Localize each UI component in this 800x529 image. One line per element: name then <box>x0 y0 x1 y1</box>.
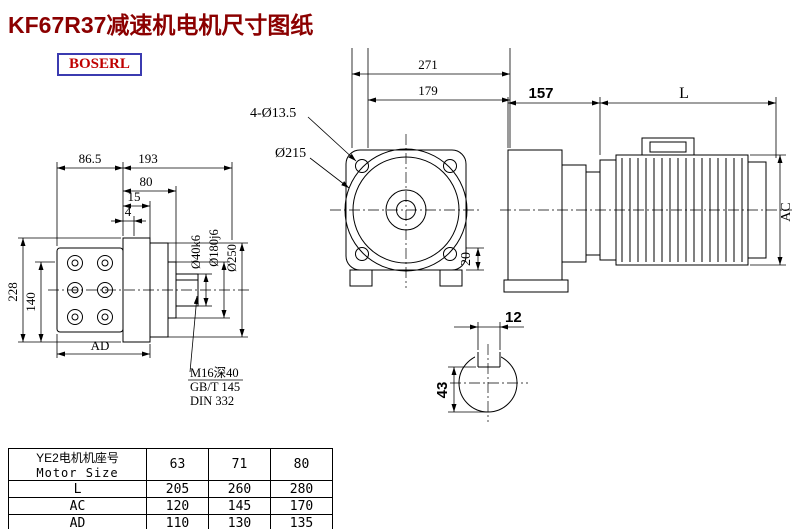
dim-4: 4 <box>125 204 132 219</box>
dim-key-width: 12 <box>505 309 522 326</box>
dim-flange-dia: Ø250 <box>225 244 239 272</box>
row-label-l: L <box>8 480 147 498</box>
brand-logo: BOSERL <box>57 53 142 76</box>
dim-80: 80 <box>140 174 153 189</box>
note-thread: M16深40 <box>190 366 239 380</box>
side-view-geometry <box>500 97 792 293</box>
table-header-cn: YE2电机机座号 <box>36 451 119 465</box>
dim-140: 140 <box>23 292 38 312</box>
label-bolt-holes: 4-Ø13.5 <box>250 106 296 121</box>
value-ad-63: 110 <box>146 514 209 529</box>
table-size-80: 80 <box>270 448 333 481</box>
gearbox-foot <box>503 279 569 293</box>
value-l-71: 260 <box>208 480 271 498</box>
value-ac-80: 170 <box>270 497 333 515</box>
label-face-dia: Ø215 <box>275 146 306 161</box>
value-l-80: 280 <box>270 480 333 498</box>
dim-spigot-dia: Ø180j6 <box>207 229 221 267</box>
dim-ad: AD <box>91 338 110 353</box>
table-header-cell: YE2电机机座号 Motor Size <box>8 448 147 481</box>
bolt-hole <box>443 159 457 173</box>
foot <box>349 269 373 287</box>
motor-fins <box>621 158 743 262</box>
front-view-dims: 86.5 193 80 15 4 228 140 AD Ø40k6 Ø180j6… <box>5 151 240 408</box>
keyway-section-dims: 12 43 <box>434 309 522 398</box>
keyway-section-geometry <box>448 322 528 422</box>
output-shaft <box>175 273 199 307</box>
flange-face-geometry <box>307 48 511 288</box>
dim-86-5: 86.5 <box>79 151 102 166</box>
bolt-hole <box>355 247 369 261</box>
dim-motor-length: L <box>679 85 689 102</box>
row-label-ad: AD <box>8 514 147 529</box>
value-l-63: 205 <box>146 480 209 498</box>
page-title: KF67R37减速机电机尺寸图纸 <box>8 12 314 38</box>
dim-shaft-dia: Ø40k6 <box>189 235 203 269</box>
dim-228: 228 <box>5 282 20 302</box>
row-label-ac: AC <box>8 497 147 515</box>
note-din-standard: DIN 332 <box>190 394 234 408</box>
side-view-dims: 157 L AC <box>528 85 794 222</box>
bolt-hole <box>355 159 369 173</box>
fan-cover <box>747 161 767 259</box>
flange-face-dims: 271 179 4-Ø13.5 Ø215 20 <box>250 57 474 266</box>
value-ad-71: 130 <box>208 514 271 529</box>
value-ac-63: 120 <box>146 497 209 515</box>
terminal-box <box>641 137 695 156</box>
dim-motor-ac: AC <box>779 202 794 221</box>
dim-15: 15 <box>128 189 141 204</box>
table-size-71: 71 <box>208 448 271 481</box>
value-ad-80: 135 <box>270 514 333 529</box>
dim-157: 157 <box>528 85 553 102</box>
gearbox-side <box>507 149 563 281</box>
table-row-l: L 205 260 280 <box>8 480 333 498</box>
table-row-ad: AD 110 130 135 <box>8 514 333 529</box>
foot <box>439 269 463 287</box>
dim-20: 20 <box>459 252 474 266</box>
table-size-63: 63 <box>146 448 209 481</box>
table-header-row: YE2电机机座号 Motor Size 63 71 80 <box>8 448 333 481</box>
flange-face-circle <box>344 148 468 272</box>
table-header-en: Motor Size <box>36 466 119 480</box>
value-ac-71: 145 <box>208 497 271 515</box>
bolt-hole <box>443 247 457 261</box>
dim-key-depth: 43 <box>434 382 451 399</box>
table-row-ac: AC 120 145 170 <box>8 497 333 515</box>
note-gbt-standard: GB/T 145 <box>190 380 240 394</box>
dim-179: 179 <box>418 83 438 98</box>
dim-271: 271 <box>418 57 438 72</box>
motor-size-table: YE2电机机座号 Motor Size 63 71 80 L 205 260 2… <box>8 448 333 529</box>
dim-193: 193 <box>138 151 158 166</box>
flange-square <box>345 149 467 271</box>
front-view-geometry <box>18 162 252 381</box>
